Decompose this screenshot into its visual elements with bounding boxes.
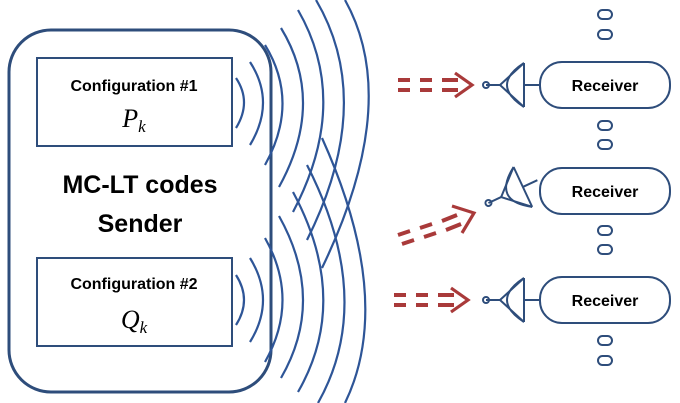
- config2-box: [36, 257, 233, 347]
- config2-label: Configuration #2: [70, 276, 197, 293]
- waves-config2: [235, 137, 367, 403]
- config1-symbol: Pk: [121, 104, 146, 136]
- wave-arc: [264, 44, 284, 166]
- wave-arc: [306, 0, 346, 241]
- wave-arc: [249, 61, 265, 146]
- waves-config1: [235, 0, 370, 269]
- config1-symbol-main: P: [121, 104, 138, 133]
- receiver-label-3: Receiver: [572, 293, 639, 310]
- wave-arc: [235, 274, 246, 326]
- arrow-to-receiver-1: [398, 71, 475, 99]
- config1-box: [36, 57, 233, 147]
- wave-arc: [321, 0, 370, 269]
- continuation-dots: [597, 9, 613, 366]
- antenna-icon: [482, 62, 540, 108]
- wave-arc: [292, 191, 325, 393]
- wave-arc: [264, 237, 284, 363]
- receiver-box: [539, 61, 671, 109]
- wave-arc: [278, 215, 305, 379]
- receiver-label-2: Receiver: [572, 184, 639, 201]
- config2-symbol: Qk: [121, 305, 148, 337]
- wave-arc: [292, 9, 325, 213]
- arrow-to-receiver-3: [394, 286, 471, 314]
- antenna-icon: [484, 166, 538, 208]
- config1-label: Configuration #1: [70, 78, 197, 95]
- config2-symbol-sub: k: [140, 318, 148, 337]
- config2-symbol-main: Q: [121, 305, 140, 334]
- receiver-box: [539, 167, 671, 215]
- antenna-icon: [482, 277, 540, 323]
- wave-arc: [249, 257, 265, 343]
- receiver-box: [539, 276, 671, 324]
- config1-symbol-sub: k: [138, 117, 146, 136]
- receiver-label-1: Receiver: [572, 78, 639, 95]
- sender-title-line2: Sender: [98, 210, 183, 238]
- sender-title-line1: MC-LT codes: [62, 171, 217, 199]
- arrow-to-receiver-2: [397, 204, 477, 246]
- wave-arc: [235, 77, 246, 129]
- wave-arc: [278, 27, 305, 188]
- wave-arc: [306, 164, 346, 403]
- wave-arc: [320, 137, 367, 403]
